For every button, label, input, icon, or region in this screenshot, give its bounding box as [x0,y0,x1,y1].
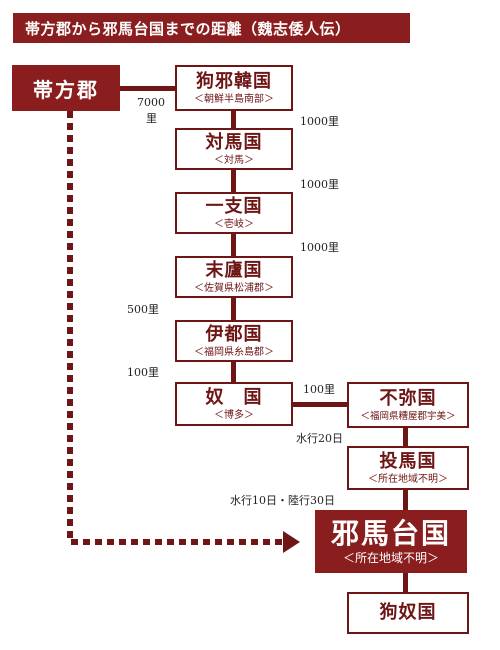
connector-line [403,573,408,592]
connector-line [231,234,236,256]
node-name: 末廬国 [205,259,263,281]
node-location: ＜所在地域不明＞ [368,473,448,485]
goal-location: ＜所在地域不明＞ [342,550,439,565]
goal-name: 邪馬台国 [330,516,451,550]
node-kunakoku: 狗奴国 [347,592,469,634]
node-tsumakoku: 投馬国 ＜所在地域不明＞ [347,446,469,490]
node-name: 狗邪韓国 [196,70,272,92]
connector-line [120,86,175,91]
node-location: ＜福岡県糟屋郡宇美＞ [360,410,456,422]
node-location: ＜博多＞ [214,409,254,421]
node-name: 一支国 [205,195,263,217]
distance-label: 水行10日・陸行30日 [230,494,335,507]
node-nakoku: 奴 国 ＜博多＞ [175,382,293,426]
node-location: ＜福岡県糸島郡＞ [194,346,274,358]
node-name: 投馬国 [379,450,437,472]
distance-label: 500里 [127,303,159,316]
distance-label: 里 [146,112,157,125]
node-kuyakankoku: 狗邪韓国 ＜朝鮮半島南部＞ [175,65,293,111]
node-name: 狗奴国 [379,602,437,623]
distance-label: 7000 [137,96,165,109]
node-name: 奴 国 [205,386,263,408]
goal-node-yamataikoku: 邪馬台国 ＜所在地域不明＞ [315,510,467,573]
node-name: 対馬国 [205,131,263,153]
distance-label: 1000里 [300,178,339,191]
distance-label: 100里 [303,383,335,396]
connector-line [403,428,408,446]
diagram-title: 帯方郡から邪馬台国までの距離（魏志倭人伝） [13,13,410,43]
connector-line [290,402,347,407]
distance-label: 1000里 [300,115,339,128]
connector-line [231,298,236,320]
node-location: ＜朝鮮半島南部＞ [194,93,274,105]
distance-label: 100里 [127,366,159,379]
node-ikikoku: 一支国 ＜壱岐＞ [175,192,293,234]
node-itokoku: 伊都国 ＜福岡県糸島郡＞ [175,320,293,362]
node-tsushimakoku: 対馬国 ＜対馬＞ [175,128,293,170]
node-location: ＜佐賀県松浦郡＞ [194,282,274,294]
connector-line [231,362,236,382]
distance-label: 水行20日 [296,432,343,445]
node-fumikoku: 不弥国 ＜福岡県糟屋郡宇美＞ [347,382,469,428]
connector-line [231,170,236,192]
node-location: ＜壱岐＞ [214,218,254,230]
start-node-taihougun: 帯方郡 [12,65,120,111]
node-location: ＜対馬＞ [214,154,254,166]
connector-line [231,111,236,128]
distance-label: 1000里 [300,241,339,254]
connector-line [403,490,408,510]
node-matsurokoku: 末廬国 ＜佐賀県松浦郡＞ [175,256,293,298]
node-name: 伊都国 [205,323,263,345]
node-name: 不弥国 [379,387,437,409]
